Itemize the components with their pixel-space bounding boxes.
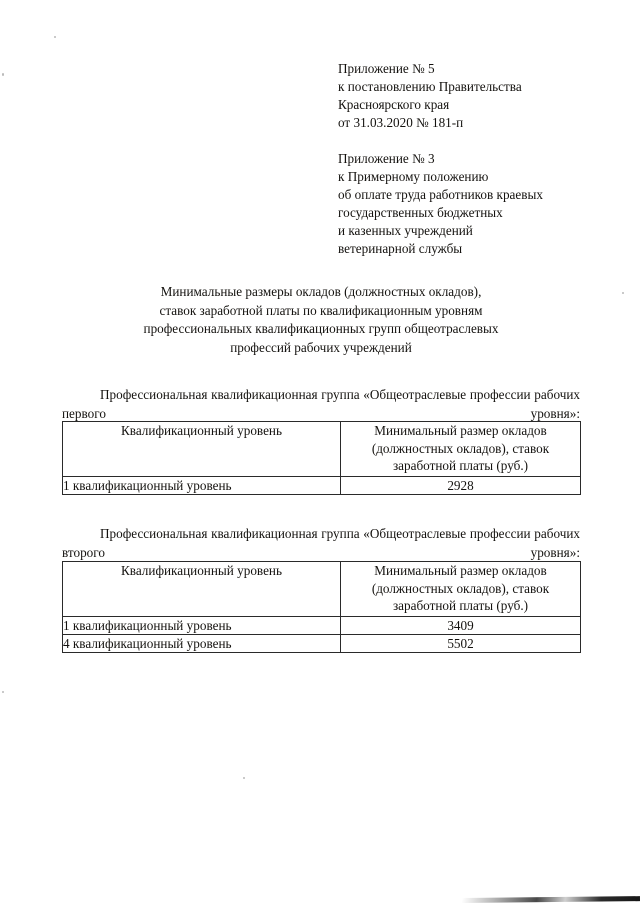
appendix-ref-line: к Примерному положению bbox=[338, 169, 489, 184]
scan-speckle bbox=[54, 36, 56, 38]
column-header-line: Минимальный размер окладов bbox=[374, 423, 547, 438]
scan-speckle bbox=[2, 691, 4, 693]
appendix-ref-line: Красноярского края bbox=[338, 97, 450, 112]
salary-table-first-level: Квалификационный уровень Минимальный раз… bbox=[62, 421, 581, 495]
column-header-minimum-salary: Минимальный размер окладов (должностных … bbox=[340, 561, 581, 617]
cell-qualification-level: 1 квалификационный уровень bbox=[62, 616, 341, 635]
appendix-ref-line: Приложение № 3 bbox=[338, 151, 435, 166]
column-header-qualification-level: Квалификационный уровень bbox=[62, 421, 341, 477]
cell-salary-value: 3409 bbox=[340, 616, 581, 635]
scan-speckle bbox=[622, 292, 624, 294]
column-header-line: заработной платы (руб.) bbox=[392, 598, 529, 613]
appendix-ref-line: к постановлению Правительства bbox=[338, 79, 522, 94]
appendix-ref-line: от 31.03.2020 № 181-п bbox=[338, 115, 464, 130]
appendix-ref-line: и казенных учреждений bbox=[338, 223, 473, 238]
cell-qualification-level: 1 квалификационный уровень bbox=[62, 476, 341, 495]
table-row: 1 квалификационный уровень 3409 bbox=[62, 616, 581, 635]
cell-salary-value: 2928 bbox=[340, 476, 581, 495]
appendix-ref-line: об оплате труда работников краевых bbox=[338, 187, 543, 202]
document-title: Минимальные размеры окладов (должностных… bbox=[62, 283, 580, 357]
section-2-paragraph: Профессиональная квалификационная группа… bbox=[62, 526, 580, 561]
table-row: 4 квалификационный уровень 5502 bbox=[62, 634, 581, 653]
appendix-ref-line: ветеринарной службы bbox=[338, 241, 463, 256]
scan-edge-artifact bbox=[461, 896, 640, 903]
table-header-row: Квалификационный уровень Минимальный раз… bbox=[62, 561, 581, 617]
appendix-reference-block-2: Приложение № 3 к Примерному положению об… bbox=[338, 150, 598, 258]
scan-speckle bbox=[2, 73, 4, 76]
appendix-ref-line: государственных бюджетных bbox=[338, 205, 503, 220]
scan-speckle bbox=[243, 777, 245, 779]
document-title-line: Минимальные размеры окладов (должностных… bbox=[160, 284, 482, 299]
column-header-line: заработной платы (руб.) bbox=[392, 458, 529, 473]
section-1-paragraph: Профессиональная квалификационная группа… bbox=[62, 387, 580, 422]
cell-qualification-level: 4 квалификационный уровень bbox=[62, 634, 341, 653]
appendix-reference-block-1: Приложение № 5 к постановлению Правитель… bbox=[338, 60, 598, 132]
column-header-line: Минимальный размер окладов bbox=[374, 563, 547, 578]
document-title-line: профессий рабочих учреждений bbox=[230, 339, 412, 355]
appendix-ref-line: Приложение № 5 bbox=[338, 61, 435, 76]
column-header-line: (должностных окладов), ставок bbox=[371, 580, 550, 596]
salary-table-second-level: Квалификационный уровень Минимальный раз… bbox=[62, 561, 581, 653]
table-row: 1 квалификационный уровень 2928 bbox=[62, 476, 581, 495]
column-header-qualification-level: Квалификационный уровень bbox=[62, 561, 341, 617]
column-header-line: (должностных окладов), ставок bbox=[371, 440, 550, 456]
document-title-line: профессиональных квалификационных групп … bbox=[143, 321, 499, 336]
column-header-minimum-salary: Минимальный размер окладов (должностных … bbox=[340, 421, 581, 477]
table-header-row: Квалификационный уровень Минимальный раз… bbox=[62, 421, 581, 477]
document-title-line: ставок заработной платы по квалификацион… bbox=[159, 302, 483, 318]
cell-salary-value: 5502 bbox=[340, 634, 581, 653]
